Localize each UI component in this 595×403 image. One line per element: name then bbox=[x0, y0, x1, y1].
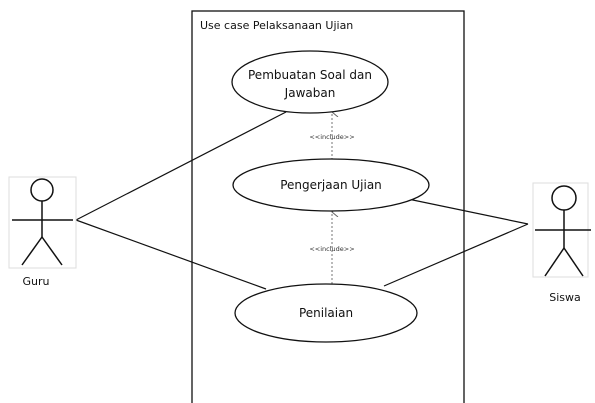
use-case-pembuatan-soal-line2: Jawaban bbox=[284, 86, 336, 100]
association-guru-soal bbox=[75, 111, 287, 221]
use-case-pengerjaan-ujian: Pengerjaan Ujian bbox=[232, 158, 430, 212]
association-siswa-pengerjaan bbox=[407, 198, 529, 225]
include-label-bottom: <<include>> bbox=[309, 245, 354, 253]
association-siswa-penilaian bbox=[383, 223, 529, 287]
actor-guru-icon bbox=[12, 178, 73, 266]
use-case-pembuatan-soal-shape bbox=[231, 50, 389, 114]
actor-guru: Guru bbox=[8, 176, 77, 288]
actor-siswa: Siswa bbox=[532, 182, 591, 304]
actor-guru-label: Guru bbox=[23, 275, 50, 288]
association-guru-penilaian bbox=[75, 219, 267, 290]
use-case-penilaian: Penilaian bbox=[234, 283, 418, 343]
actor-siswa-icon bbox=[535, 185, 591, 277]
use-case-pengerjaan-ujian-shape bbox=[232, 158, 430, 212]
use-case-pembuatan-soal-line1: Pembuatan Soal dan bbox=[248, 68, 372, 82]
use-case-penilaian-label: Penilaian bbox=[299, 306, 353, 320]
actor-siswa-label: Siswa bbox=[549, 291, 581, 304]
use-case-pengerjaan-ujian-label: Pengerjaan Ujian bbox=[280, 178, 382, 192]
include-label-top: <<include>> bbox=[309, 133, 354, 141]
use-case-penilaian-shape bbox=[234, 283, 418, 343]
actor-guru-frame bbox=[8, 176, 77, 269]
use-case-pembuatan-soal: Pembuatan Soal dan Jawaban bbox=[231, 50, 389, 114]
system-title: Use case Pelaksanaan Ujian bbox=[200, 19, 353, 32]
